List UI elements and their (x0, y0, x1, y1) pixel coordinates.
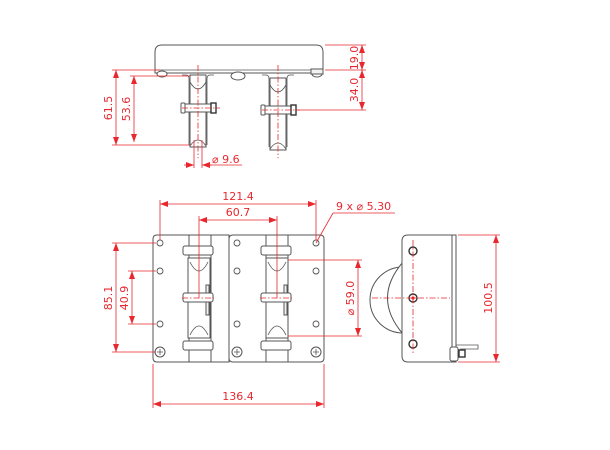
dim-sheave-diameter: ⌀ 59.0 (344, 281, 357, 316)
dim-hole-span: 121.4 (222, 190, 254, 203)
dim-sheave-drop: 53.6 (120, 97, 133, 122)
front-view: 121.4 60.7 9 x ⌀ 5.30 85.1 40.9 ⌀ 59.0 1… (102, 190, 395, 408)
dim-rope-diameter: ⌀ 9.6 (212, 153, 240, 166)
dim-hole-pitch: 40.9 (118, 286, 131, 311)
top-view: 61.5 53.6 19.0 34.0 ⌀ 9.6 (102, 44, 366, 168)
dim-overall-width: 136.4 (222, 390, 254, 403)
right-sheave-assembly (260, 74, 297, 151)
right-bracket-plate (287, 234, 325, 363)
dim-vertical-span: 85.1 (102, 286, 115, 311)
dim-overall-height: 61.5 (102, 96, 115, 121)
mounting-holes (156, 239, 320, 328)
left-bracket-plate (152, 234, 190, 363)
dim-sheave-spacing: 60.7 (226, 206, 251, 219)
side-plate (401, 234, 453, 363)
center-bracket-plate (228, 234, 267, 363)
side-view: 100.5 (369, 234, 500, 363)
dim-plate-thickness: 19.0 (348, 46, 361, 71)
base-plate (154, 44, 324, 74)
screw-heads (154, 346, 322, 358)
dim-axle-drop: 34.0 (348, 78, 361, 103)
dim-hole-callout: 9 x ⌀ 5.30 (336, 200, 391, 213)
dim-side-overall-height: 100.5 (482, 282, 495, 314)
left-sheave-assembly (180, 74, 217, 148)
right-sheave (260, 245, 292, 351)
